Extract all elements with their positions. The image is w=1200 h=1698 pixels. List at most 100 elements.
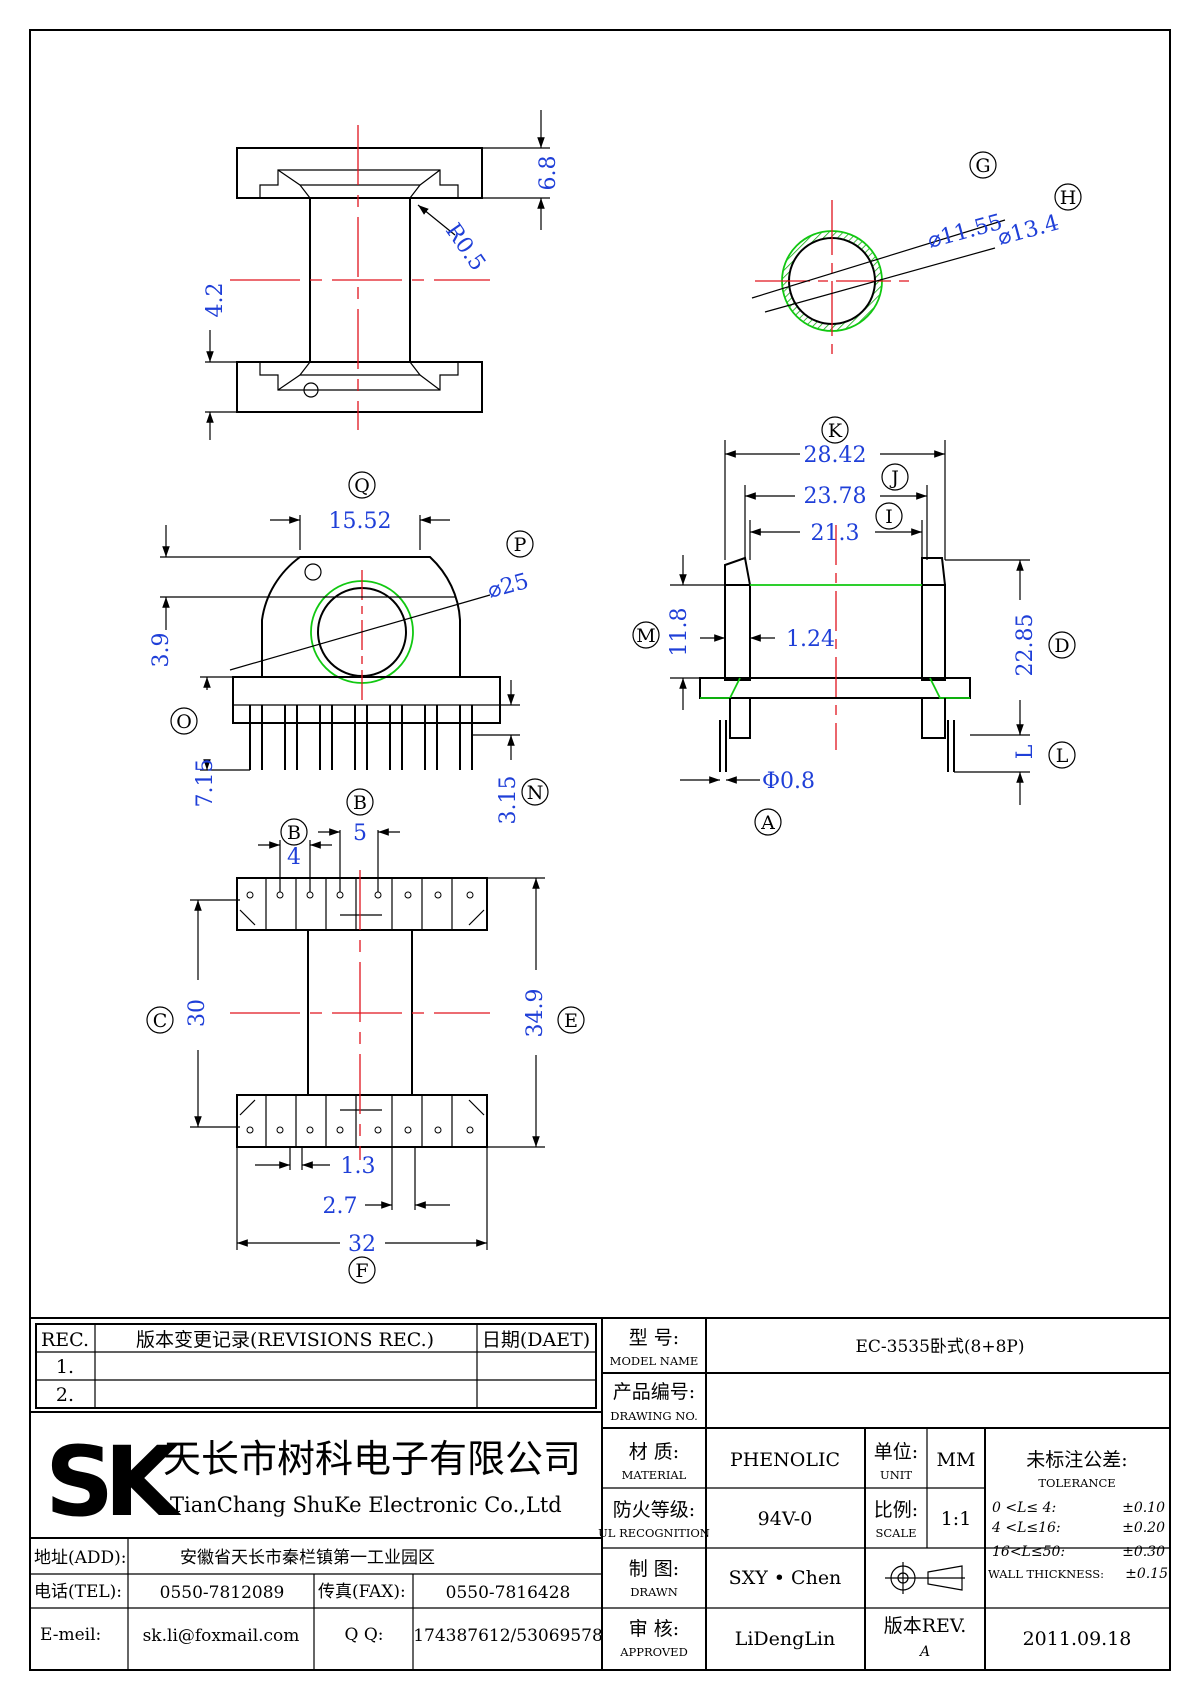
fire-value: 94V-0 (758, 1508, 813, 1530)
tol-value-1: ±0.10 (1122, 1500, 1165, 1516)
svg-text:O: O (176, 711, 192, 733)
view-tube-section (751, 200, 1006, 355)
scale-label-cn: 比例: (874, 1499, 918, 1521)
svg-text:I: I (885, 506, 893, 528)
dim-3-9: 3.9 (149, 633, 174, 668)
view-end (160, 515, 520, 771)
svg-text:H: H (1060, 187, 1077, 209)
rev-row-1: 1. (56, 1356, 74, 1378)
view-side-section (205, 110, 550, 440)
svg-text:SK: SK (45, 1426, 182, 1538)
svg-text:B: B (287, 822, 301, 844)
svg-text:E: E (564, 1010, 578, 1032)
dim-15-52: 15.52 (329, 509, 392, 534)
approved-label-cn: 审 核: (629, 1618, 679, 1640)
address-value: 安徽省天长市秦栏镇第一工业园区 (180, 1548, 435, 1568)
tol-value-3: ±0.30 (1122, 1544, 1165, 1560)
dim-phi-0-8: Φ0.8 (762, 769, 815, 794)
dim-dia-13-4: ⌀13.4 (995, 211, 1062, 251)
dim-11-8: 11.8 (667, 608, 692, 657)
email-label: E-meil: (40, 1625, 101, 1645)
callout-K: K (821, 416, 849, 444)
unit-label-en: UNIT (880, 1468, 912, 1482)
view-front (670, 440, 1030, 805)
rev-row-2: 2. (56, 1384, 74, 1406)
fax-value: 0550-7816428 (446, 1583, 571, 1603)
svg-text:P: P (514, 534, 527, 556)
dim-1-24: 1.24 (786, 627, 835, 652)
fire-label-cn: 防火等级: (613, 1499, 695, 1521)
company-name-en: TianChang ShuKe Electronic Co.,Ltd (170, 1493, 562, 1517)
dim-r0-5: R0.5 (440, 219, 490, 276)
email-value: sk.li@foxmail.com (143, 1626, 300, 1646)
tel-value: 0550-7812089 (160, 1583, 285, 1603)
scale-value: 1:1 (941, 1508, 972, 1530)
dim-34-9: 34.9 (523, 989, 548, 1038)
address-label: 地址(ADD): (34, 1548, 127, 1568)
callout-D: D (1048, 631, 1076, 659)
drawn-label-en: DRAWN (630, 1585, 678, 1599)
approved-value: LiDengLin (735, 1628, 836, 1650)
dim-5: 5 (353, 821, 367, 846)
svg-text:D: D (1054, 635, 1069, 657)
view-bottom (190, 828, 545, 1250)
callout-H: H (1054, 183, 1082, 211)
dim-4-2: 4.2 (203, 283, 228, 318)
tol-range-2: 4 <L≤16: (991, 1520, 1061, 1536)
svg-text:F: F (355, 1260, 368, 1282)
dim-4: 4 (287, 845, 301, 870)
dim-dia-11-55: ⌀11.55 (925, 210, 1005, 254)
rev-label: 版本REV. (884, 1615, 967, 1637)
callout-B-2: B (346, 788, 374, 816)
svg-text:L: L (1056, 745, 1069, 767)
unit-label-cn: 单位: (874, 1441, 918, 1463)
wall-thickness-label: WALL THICKNESS: (988, 1567, 1104, 1581)
title-block (30, 1317, 1170, 1670)
svg-text:G: G (975, 155, 990, 177)
date-value: 2011.09.18 (1023, 1628, 1132, 1650)
callout-I: I (875, 502, 903, 530)
callout-L: L (1048, 741, 1076, 769)
material-label-en: MATERIAL (622, 1468, 687, 1482)
callout-N: N (521, 778, 549, 806)
tolerance-en: TOLERANCE (1038, 1476, 1115, 1490)
callout-J: J (881, 463, 909, 491)
svg-text:Q: Q (354, 475, 370, 497)
svg-text:N: N (527, 782, 544, 804)
material-label-cn: 材 质: (629, 1441, 679, 1463)
dim-6-8: 6.8 (536, 156, 561, 191)
dim-32: 32 (348, 1232, 376, 1257)
tol-value-2: ±0.20 (1122, 1520, 1165, 1536)
dim-30: 30 (185, 999, 210, 1027)
callout-O: O (170, 707, 198, 735)
wall-thickness-value: ±0.15 (1125, 1566, 1168, 1582)
dim-dia-25: ⌀25 (485, 569, 531, 604)
dim-7-15: 7.15 (193, 759, 218, 808)
model-label-cn: 型 号: (629, 1327, 679, 1349)
callout-Q: Q (348, 471, 376, 499)
rev-date-header: 日期(DAET) (482, 1329, 590, 1351)
callout-B-1: B (280, 818, 308, 846)
drawn-label-cn: 制 图: (629, 1558, 679, 1580)
drawing-label-cn: 产品编号: (613, 1381, 695, 1403)
callout-A: A (754, 808, 782, 836)
drawing-frame (29, 29, 1171, 1671)
svg-text:C: C (153, 1010, 168, 1032)
tol-range-3: 16<L≤50: (992, 1544, 1065, 1560)
material-value: PHENOLIC (730, 1449, 840, 1471)
model-label-en: MODEL NAME (610, 1354, 699, 1368)
callout-M: M (632, 621, 660, 649)
company-logo: SK (45, 1426, 192, 1538)
rev-desc-header: 版本变更记录(REVISIONS REC.) (136, 1329, 434, 1351)
callout-P: P (506, 530, 534, 558)
fax-label: 传真(FAX): (318, 1582, 406, 1602)
callout-C: C (146, 1006, 174, 1034)
svg-text:M: M (636, 625, 655, 647)
callout-F: F (348, 1256, 376, 1284)
dim-22-85: 22.85 (1013, 614, 1038, 677)
approved-label-en: APPROVED (619, 1645, 688, 1659)
rev-value: A (918, 1644, 930, 1660)
dim-3-15: 3.15 (496, 776, 521, 825)
svg-text:K: K (828, 420, 843, 442)
callout-G: G (969, 151, 997, 179)
